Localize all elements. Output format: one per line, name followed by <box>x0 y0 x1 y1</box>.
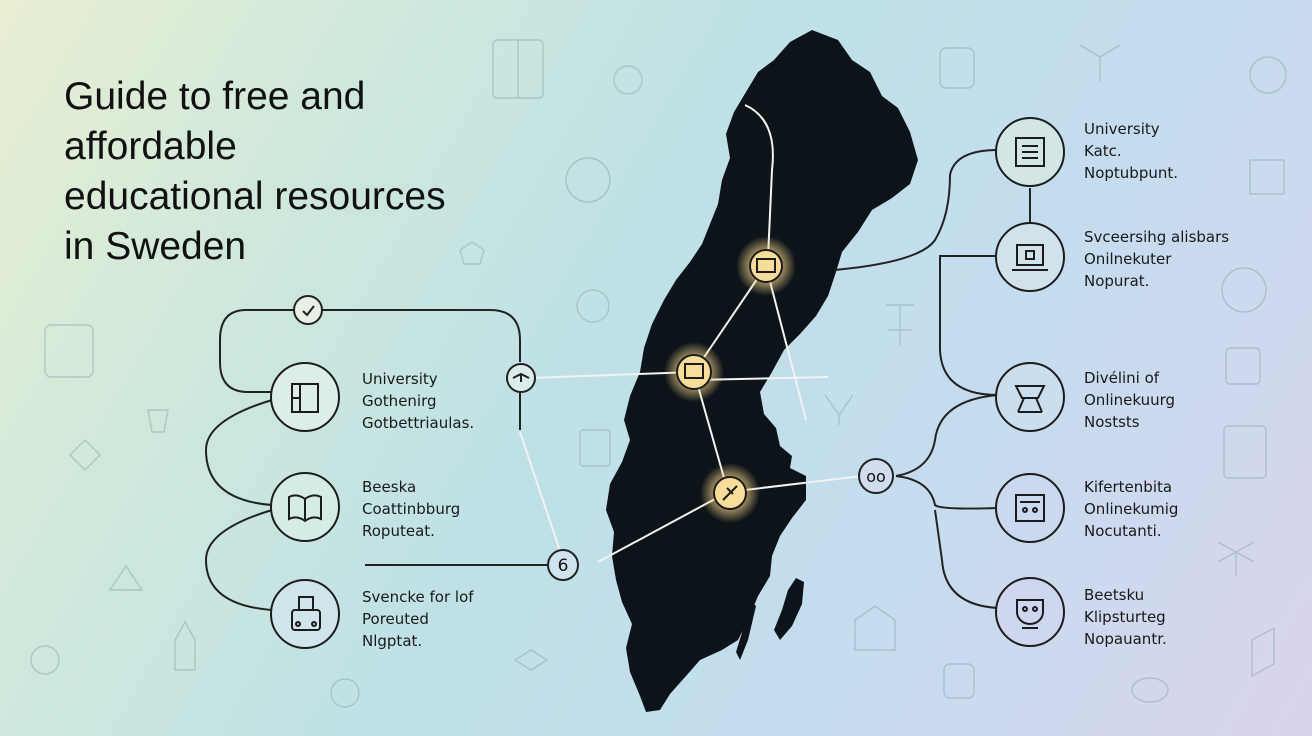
plane-icon <box>512 372 530 382</box>
right-node-4-label: Kifertenbita Onlinekumig Nocutanti. <box>1084 478 1179 540</box>
easel-doodle-icon <box>886 304 914 345</box>
gear-doodle-icon <box>459 241 485 265</box>
junction-badge-label: 6 <box>558 556 569 576</box>
cap-doodle-icon <box>513 649 549 671</box>
network-doodle-icon <box>576 289 610 323</box>
lamp-doodle-icon <box>147 409 169 433</box>
globe-doodle-icon <box>565 157 611 203</box>
right-node-1[interactable] <box>995 117 1065 187</box>
top-clock-badge[interactable] <box>293 295 323 325</box>
plant-doodle-icon <box>824 394 854 425</box>
right-connectors <box>834 149 1031 609</box>
tag-icon <box>291 596 321 631</box>
right-node-3-label: Divélini of Onlinekuurg Noststs <box>1084 369 1176 431</box>
desk-icon <box>1014 385 1046 413</box>
right-node-3[interactable] <box>995 362 1065 432</box>
map-node-middle[interactable] <box>664 342 724 402</box>
right-node-4[interactable] <box>995 473 1065 543</box>
left-connectors <box>204 309 548 611</box>
person-doodle-icon <box>1249 56 1287 94</box>
laptop-icon <box>1012 244 1048 271</box>
right-node-2[interactable] <box>995 222 1065 292</box>
left-node-2-label: Beeska Coattinbburg Roputeat. <box>362 478 461 540</box>
chain-badge[interactable]: oo <box>858 458 894 494</box>
open-book-icon <box>288 494 322 523</box>
chair-doodle-icon <box>1217 541 1255 576</box>
left-node-2[interactable] <box>270 472 340 542</box>
folder-icon <box>756 258 776 273</box>
screen-icon <box>684 363 704 379</box>
box-doodle-icon <box>1249 159 1285 195</box>
cloud-doodle-icon <box>1131 677 1169 703</box>
pyramid-doodle-icon <box>108 564 144 591</box>
cube-icon <box>291 383 319 413</box>
oland-shape <box>736 602 756 660</box>
graduation-doodle-icon <box>1079 44 1121 81</box>
cube-doodle-icon <box>1251 626 1275 678</box>
compass-doodle-icon <box>1221 267 1267 313</box>
backpack-doodle-icon <box>44 324 94 378</box>
radio-doodle-icon <box>1223 425 1267 479</box>
diamond-doodle-icon <box>69 439 101 471</box>
robot-doodle-icon <box>939 47 975 89</box>
map-node-south[interactable] <box>700 463 760 523</box>
phone-doodle-icon <box>943 663 975 699</box>
sweden-map <box>606 30 918 712</box>
map-node-north[interactable] <box>736 236 796 296</box>
right-node-2-label: Svceersihg alisbars Onilnekuter Nopurat. <box>1084 228 1230 290</box>
clock-doodle-icon <box>330 678 360 708</box>
check-icon <box>302 305 315 317</box>
mug-icon <box>1016 599 1044 629</box>
left-node-3[interactable] <box>270 579 340 649</box>
right-node-1-label: University Katc. Noptubpunt. <box>1084 120 1179 182</box>
tablet-doodle-icon <box>579 429 611 467</box>
monitor-icon <box>1015 494 1045 522</box>
chain-badge-label: oo <box>866 467 886 486</box>
mainland-shape <box>606 30 918 712</box>
right-node-5-label: Beetsku Klipsturteg Nopauantr. <box>1084 586 1167 648</box>
page-title: Guide to free and affordable educational… <box>64 75 446 268</box>
gotland-shape <box>774 578 804 640</box>
right-node-5[interactable] <box>995 577 1065 647</box>
background-doodles <box>30 39 1287 708</box>
left-node-1-label: University Gothenirg Gotbettriaulas. <box>362 370 475 432</box>
book-icon <box>1015 137 1045 167</box>
printer-doodle-icon <box>1225 347 1261 385</box>
apple-doodle-icon <box>613 65 643 95</box>
left-node-3-label: Svencke for lof Poreuted Nlgptat. <box>362 588 474 650</box>
rocket-doodle-icon <box>174 620 196 671</box>
trophy-doodle-icon <box>30 645 60 675</box>
mid-route-badge[interactable] <box>506 363 536 393</box>
house-doodle-icon <box>854 605 896 651</box>
junction-badge[interactable]: 6 <box>547 549 579 581</box>
left-node-1[interactable] <box>270 362 340 432</box>
pencil-icon <box>722 485 738 501</box>
